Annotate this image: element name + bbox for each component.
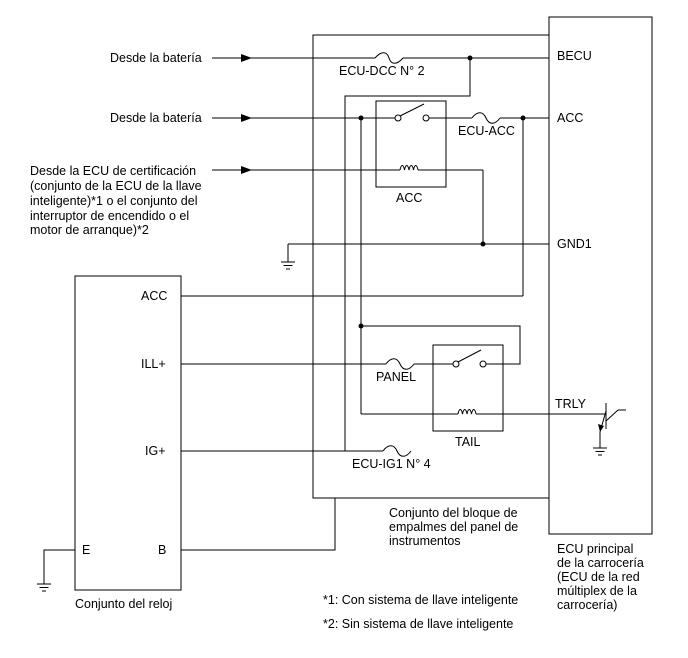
fuse-ecu-dcc-symbol [374, 52, 404, 64]
tail-relay-box [432, 344, 504, 432]
source-cert-line-3: inteligente)*1 o el conjunto del [30, 194, 197, 208]
source-certification-ecu-label: Desde la ECU de certificación (conjunto … [30, 164, 202, 237]
ecu-pin-gnd1: GND1 [557, 237, 592, 251]
ecu-caption-line-1: ECU principal [557, 542, 633, 556]
gnd1-ground-symbol [281, 244, 295, 270]
tail-relay-label: TAIL [455, 435, 481, 449]
acc-relay-box [375, 100, 447, 188]
gnd1-junction-dot [480, 241, 486, 247]
acc-relay-coil-symbol [399, 165, 419, 171]
fuse-ecu-ig1-label: ECU-IG1 N° 4 [352, 457, 431, 471]
acc-relay-contact-left [394, 114, 402, 122]
trly-transistor-symbol [593, 403, 626, 456]
acc-relay-contact-right [422, 114, 430, 122]
clock-caption: Conjunto del reloj [75, 597, 172, 611]
source-cert-line-4: interruptor de encendido o el [30, 209, 189, 223]
source-cert-line-5: motor de arranque)*2 [30, 223, 149, 237]
ecu-caption-line-2: de la carrocería [557, 556, 644, 570]
fuse-ecu-ig1-symbol [382, 445, 412, 457]
junction-caption-line-1: Conjunto del bloque de [389, 506, 518, 520]
acc-relay-switch-blade [399, 103, 425, 117]
clock-e-ground-symbol [37, 549, 75, 592]
note-2: *2: Sin sistema de llave inteligente [323, 617, 513, 631]
fuse-ecu-acc-symbol [471, 112, 501, 124]
junction-block-box [312, 34, 550, 499]
fuse-ecu-dcc-label: ECU-DCC N° 2 [339, 64, 425, 78]
junction-caption-line-2: empalmes del panel de [389, 520, 518, 534]
tail-relay-coil-symbol [457, 409, 477, 415]
ecu-caption-line-5: carrocería) [557, 598, 617, 612]
becu-branch-wire [344, 58, 471, 451]
source-battery-1-label: Desde la batería [110, 51, 202, 65]
clock-b-wire [181, 498, 336, 551]
fuse-ecu-acc-label: ECU-ACC [458, 124, 515, 138]
ecu-pin-trly: TRLY [555, 397, 587, 411]
source-cert-line-2: (conjunto de la ECU de la llave [30, 179, 202, 193]
source-cert-line-1: Desde la ECU de certificación [30, 164, 196, 178]
tail-relay-contact-right [479, 360, 487, 368]
ecu-caption-line-3: (ECU de la red [557, 570, 640, 584]
clock-assembly-box [74, 275, 182, 591]
ecu-pin-becu: BECU [557, 49, 592, 63]
source-battery-2-label: Desde la batería [110, 111, 202, 125]
ecu-pin-acc: ACC [557, 111, 583, 125]
acc-relay-label: ACC [396, 191, 422, 205]
junction-caption-line-3: instrumentos [389, 534, 461, 548]
clock-pin-ig: IG+ [145, 444, 166, 458]
battery-1-arrow [241, 54, 252, 62]
fuse-panel-symbol [385, 358, 415, 370]
note-1: *1: Con sistema de llave inteligente [323, 593, 518, 607]
ecu-caption-line-4: múltiplex de la [557, 584, 637, 598]
junction-block-caption: Conjunto del bloque de empalmes del pane… [389, 506, 518, 548]
clock-pin-b: B [158, 543, 166, 557]
clock-pin-ill: ILL+ [141, 357, 166, 371]
ecu-caption: ECU principal de la carrocería (ECU de l… [557, 542, 644, 612]
clock-pin-e: E [82, 543, 90, 557]
certification-ecu-arrow [241, 166, 252, 174]
battery-2-arrow [241, 114, 252, 122]
tail-relay-switch-blade [457, 349, 482, 363]
fuse-panel-label: PANEL [376, 370, 416, 384]
body-ecu-box [548, 16, 653, 535]
clock-pin-acc: ACC [141, 289, 167, 303]
